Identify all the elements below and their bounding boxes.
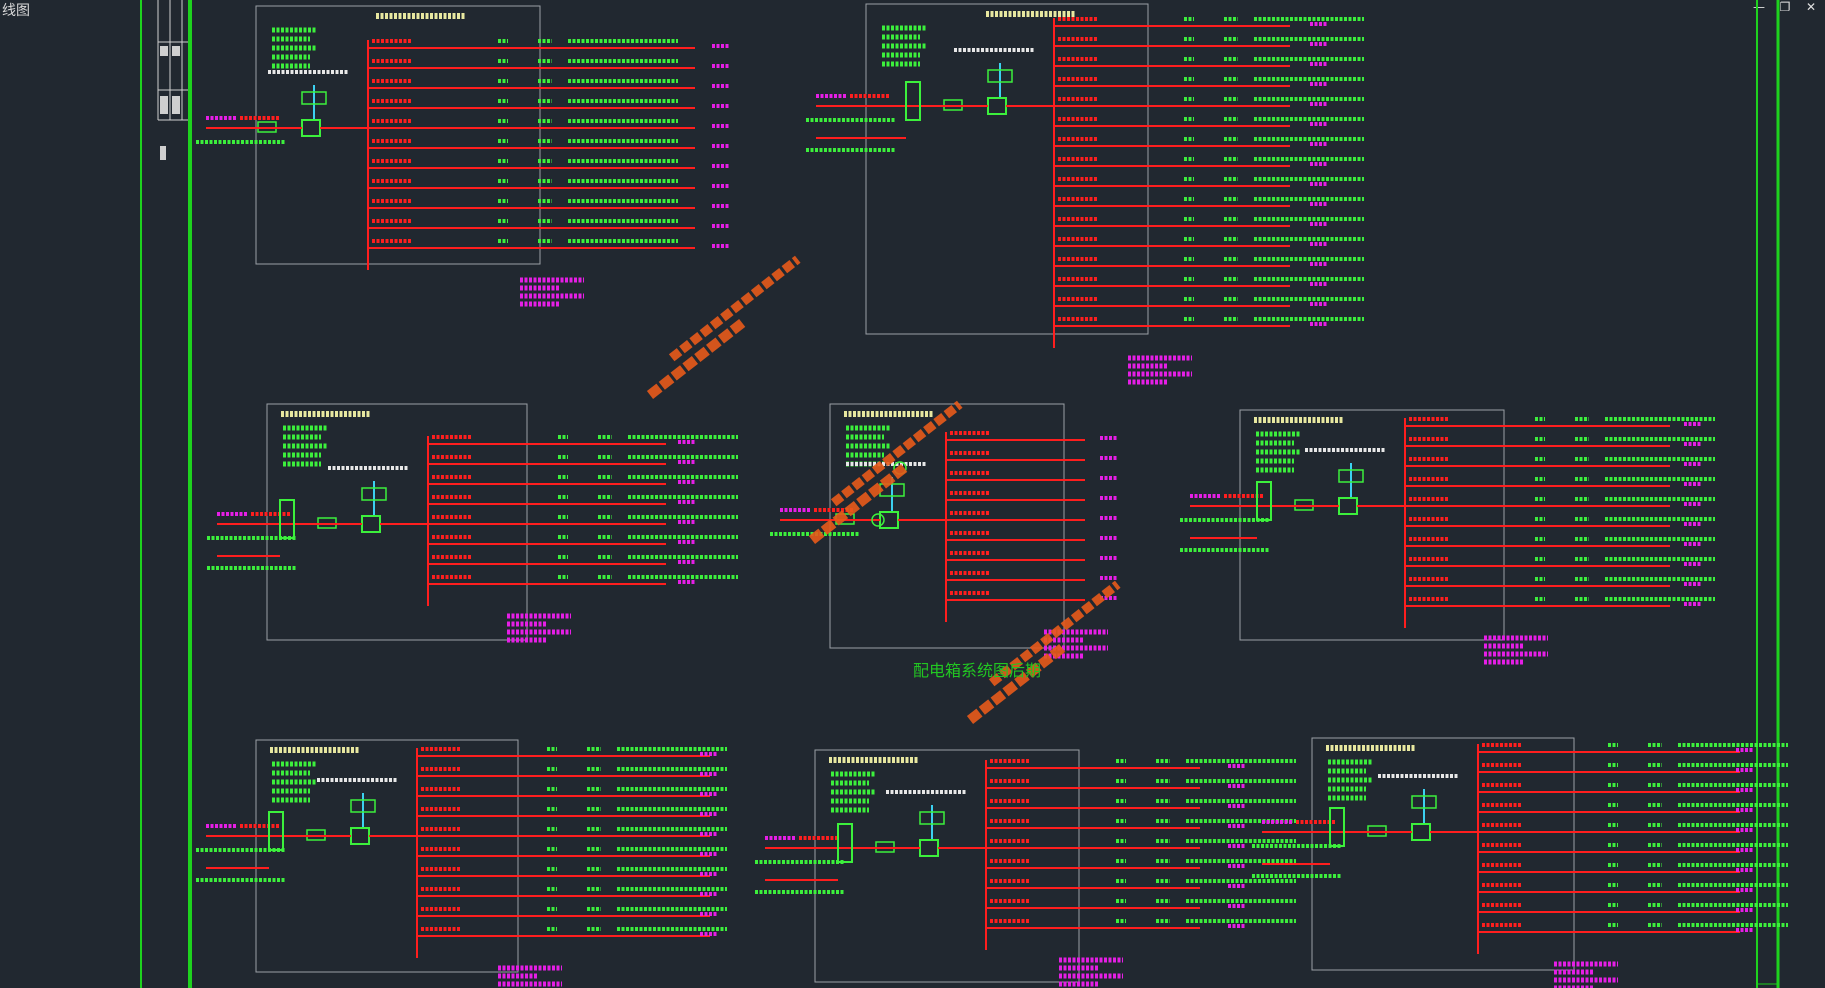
panel-5 <box>1180 409 1715 665</box>
watermark-text-row <box>808 462 910 544</box>
spd-box <box>350 799 376 813</box>
spd-box <box>1338 469 1364 483</box>
watermark-text-row <box>988 580 1121 687</box>
meter-box <box>879 511 899 529</box>
panel-frame <box>814 749 1080 983</box>
ats-box <box>905 81 921 121</box>
spd-box <box>987 69 1013 83</box>
ats-box <box>268 811 284 851</box>
panel-1 <box>196 5 730 307</box>
panel-frame <box>1311 737 1575 971</box>
meter-box <box>1411 823 1431 841</box>
close-icon[interactable]: ✕ <box>1805 0 1817 14</box>
window-title: 线图 <box>2 3 30 19</box>
panel-3 <box>207 403 738 643</box>
title-strip <box>140 0 190 988</box>
meter-box <box>350 827 370 845</box>
panel-2 <box>806 3 1364 385</box>
panel-frame <box>865 3 1149 335</box>
panel-frame <box>266 403 528 641</box>
ct-symbol <box>871 513 885 527</box>
watermark-text-row <box>966 642 1068 724</box>
watermark-text-row <box>830 400 963 507</box>
panel-7 <box>755 749 1296 987</box>
panel-8 <box>1252 737 1788 988</box>
meter-box <box>987 97 1007 115</box>
watermark-mark <box>646 255 801 399</box>
watermarks <box>646 255 1121 724</box>
restore-icon[interactable]: ❐ <box>1779 0 1791 14</box>
ats-box <box>837 823 853 863</box>
spd-box <box>361 487 387 501</box>
watermark-text-row <box>646 317 748 399</box>
watermark-mark <box>966 580 1121 724</box>
ats-box <box>1329 807 1345 847</box>
watermark-mark <box>808 400 963 544</box>
panel-6 <box>196 739 727 987</box>
meter-box <box>301 119 321 137</box>
panel-frame <box>255 5 541 265</box>
panel-4 <box>770 403 1118 659</box>
meter-box <box>919 839 939 857</box>
spd-box <box>301 91 327 105</box>
spd-box <box>919 811 945 825</box>
meter-box <box>361 515 381 533</box>
spd-box <box>1411 795 1437 809</box>
drawing-caption: 配电箱系统图后期 <box>913 661 1041 680</box>
distribution-panels <box>196 3 1788 988</box>
meter-box <box>1338 497 1358 515</box>
ats-box <box>279 499 295 539</box>
watermark-text-row <box>668 255 801 362</box>
ats-box <box>1256 481 1272 521</box>
